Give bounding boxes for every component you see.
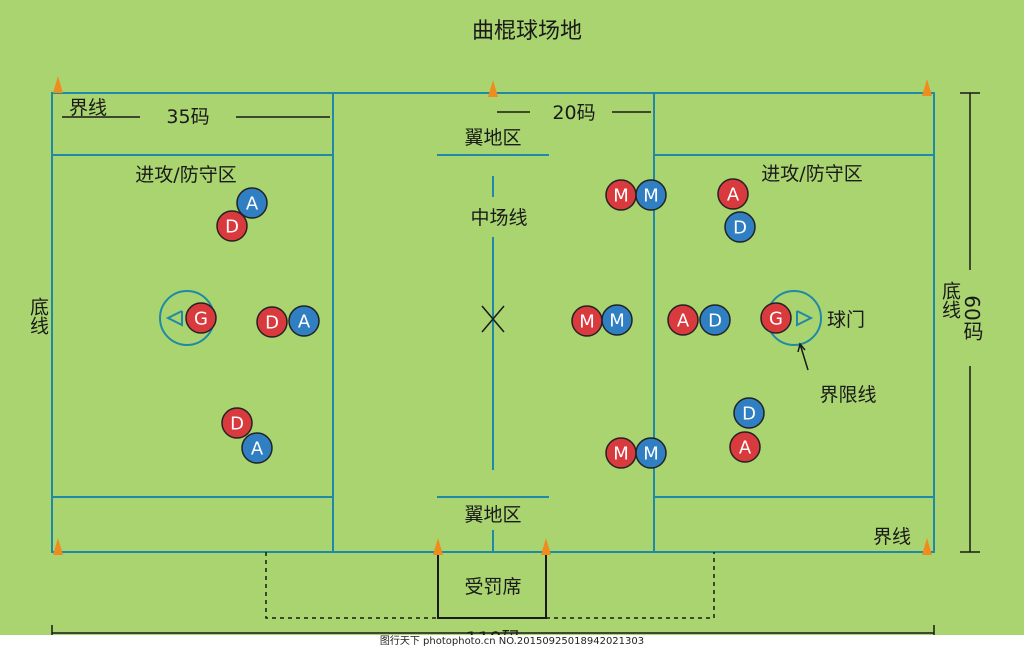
player-marker: A <box>288 305 320 337</box>
penalty-box <box>437 552 547 619</box>
player-marker: D <box>733 397 765 429</box>
player-letter: A <box>739 438 752 459</box>
player-letter: A <box>251 439 264 460</box>
penalty-box-label: 受罚席 <box>464 576 521 598</box>
player-marker: D <box>699 304 731 336</box>
player-circle <box>635 179 667 211</box>
player-circle <box>724 211 756 243</box>
player-marker: D <box>256 306 288 338</box>
player-letter: D <box>708 311 722 332</box>
player-circle <box>241 432 273 464</box>
player-letter: G <box>194 309 208 330</box>
player-letter: D <box>733 218 747 239</box>
player-marker: M <box>601 304 633 336</box>
player-marker: A <box>667 304 699 336</box>
yard-20-label: 20码 <box>552 102 595 124</box>
player-circle <box>699 304 731 336</box>
player-circle <box>760 302 792 334</box>
player-marker: M <box>605 437 637 469</box>
bench-area-dashed <box>265 552 715 619</box>
sideline-label-top: 界线 <box>69 97 107 119</box>
field-lines <box>51 92 935 553</box>
endline-label-right: 底线 <box>939 281 961 319</box>
cone-icon <box>53 76 63 93</box>
player-letter: M <box>613 186 629 207</box>
cone-icon <box>488 80 498 97</box>
cones <box>53 76 932 555</box>
player-letter: D <box>225 217 239 238</box>
sideline-label-bottom: 界线 <box>873 526 911 548</box>
player-circle <box>288 305 320 337</box>
player-circle <box>236 187 268 219</box>
player-circle <box>635 437 667 469</box>
left-goal-triangle <box>165 310 183 327</box>
player-circle <box>667 304 699 336</box>
player-letter: A <box>677 311 690 332</box>
player-marker: M <box>635 179 667 211</box>
player-letter: D <box>230 414 244 435</box>
wing-area-label-bottom: 翼地区 <box>464 504 521 526</box>
player-marker: M <box>635 437 667 469</box>
player-letter: D <box>265 313 279 334</box>
cone-icon <box>922 538 932 555</box>
player-circle <box>221 407 253 439</box>
player-marker: A <box>236 187 268 219</box>
player-marker: A <box>717 178 749 210</box>
player-circle <box>717 178 749 210</box>
player-circle <box>733 397 765 429</box>
player-letter: M <box>609 311 625 332</box>
player-marker: D <box>221 407 253 439</box>
wing-area-label-top: 翼地区 <box>464 127 521 149</box>
player-circle <box>185 302 217 334</box>
cone-icon <box>541 538 551 555</box>
player-letter: M <box>579 312 595 333</box>
player-marker: A <box>241 432 273 464</box>
player-marker: M <box>605 179 637 211</box>
zone-label-left: 进攻/防守区 <box>135 164 236 186</box>
midline-label: 中场线 <box>470 207 527 229</box>
player-marker: A <box>729 431 761 463</box>
crease-label: 界限线 <box>819 384 876 406</box>
center-x-mark <box>481 305 505 333</box>
player-letter: M <box>643 444 659 465</box>
player-letter: D <box>742 404 756 425</box>
zone-label-right: 进攻/防守区 <box>761 163 862 185</box>
dimension-lines <box>51 92 980 641</box>
yard-60-label: 60码 <box>960 295 984 340</box>
player-letter: A <box>727 185 740 206</box>
right-goal-triangle <box>796 310 814 327</box>
cone-icon <box>53 538 63 555</box>
player-marker: M <box>571 305 603 337</box>
player-circle <box>216 210 248 242</box>
player-circle <box>729 431 761 463</box>
cone-icon <box>922 79 932 96</box>
player-letter: G <box>769 309 783 330</box>
cone-icon <box>433 538 443 555</box>
player-letter: M <box>643 186 659 207</box>
player-marker: D <box>216 210 248 242</box>
player-marker: G <box>185 302 217 334</box>
player-marker: D <box>724 211 756 243</box>
player-circle <box>256 306 288 338</box>
diagram-title: 曲棍球场地 <box>472 19 582 44</box>
watermark: 图行天下 photophoto.cn NO.201509250189420213… <box>0 635 1024 649</box>
player-letter: M <box>613 444 629 465</box>
goal-label: 球门 <box>827 309 865 331</box>
player-letter: A <box>298 312 311 333</box>
yard-35-label: 35码 <box>166 106 209 128</box>
player-letter: A <box>246 194 259 215</box>
endline-label-left: 底线 <box>27 297 49 335</box>
player-circle <box>601 304 633 336</box>
player-marker: G <box>760 302 792 334</box>
